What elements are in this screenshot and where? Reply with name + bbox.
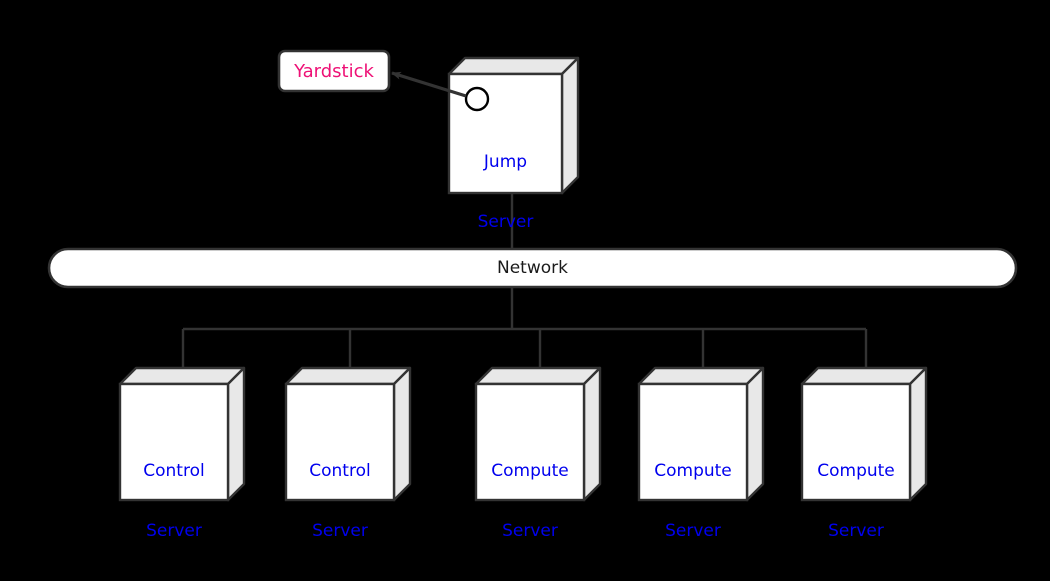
yardstick-node[interactable]	[277, 49, 391, 93]
jump-server-node[interactable]	[447, 56, 580, 195]
node-box-compute-server-3[interactable]	[800, 366, 928, 502]
node-box-compute-server-2[interactable]	[637, 366, 765, 502]
node-box-compute-server-1[interactable]	[474, 366, 602, 502]
node-box-control-server-1[interactable]	[118, 366, 246, 502]
diagram-canvas: Yardstick Jump Server Network Control Se…	[47, 49, 1018, 542]
connector-jump-to-yardstick	[391, 71, 467, 98]
network-node[interactable]	[47, 247, 1018, 289]
jump-server-interface-socket	[464, 86, 490, 112]
diagram-graphics	[47, 49, 1018, 502]
node-box-control-server-2[interactable]	[284, 366, 412, 502]
